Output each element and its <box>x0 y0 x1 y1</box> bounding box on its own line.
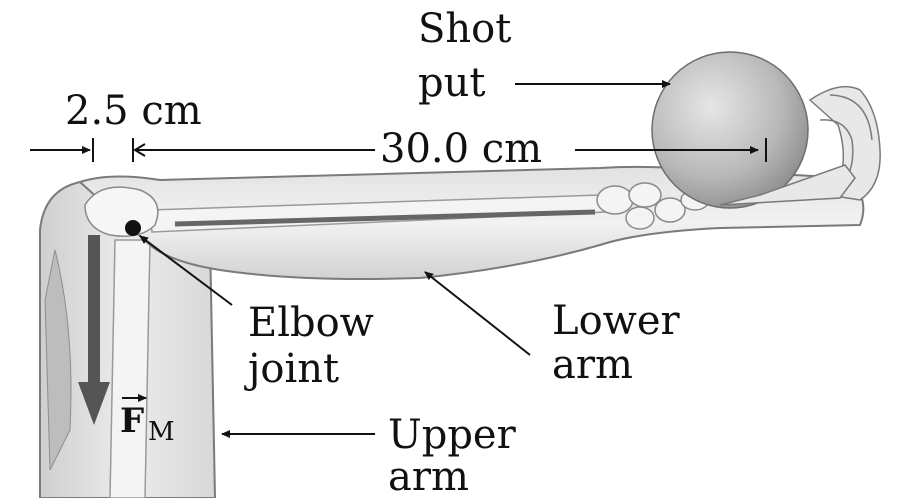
elbow-bone <box>84 186 159 237</box>
elbow-joint-pointer <box>139 235 233 306</box>
dimension-30cm <box>160 138 767 162</box>
elbow-joint-label-line1: Elbow <box>248 300 374 346</box>
force-symbol: F <box>120 401 144 441</box>
upper-arm-label-line2: arm <box>388 454 469 498</box>
shot-put-ball <box>651 51 809 209</box>
force-subscript: M <box>148 417 175 447</box>
muscle-force-arrow <box>78 235 110 425</box>
elbow-joint-dot <box>125 220 141 236</box>
shot-put-label-line1: Shot <box>418 6 511 52</box>
dimension-2-5cm <box>30 138 160 162</box>
elbow-joint-label-line2: joint <box>244 346 339 392</box>
force-label: F M <box>120 394 175 447</box>
lower-arm-pointer <box>424 271 531 356</box>
lower-arm-label-line1: Lower <box>552 298 681 344</box>
lower-arm-label-line2: arm <box>552 342 633 388</box>
lower-arm <box>78 165 865 280</box>
dimension-large-label: 30.0 cm <box>380 126 542 172</box>
upper-arm-label-line1: Upper <box>388 412 517 458</box>
shot-put-label-line2: put <box>418 60 485 106</box>
dimension-small-label: 2.5 cm <box>65 88 202 134</box>
hand <box>719 85 881 206</box>
